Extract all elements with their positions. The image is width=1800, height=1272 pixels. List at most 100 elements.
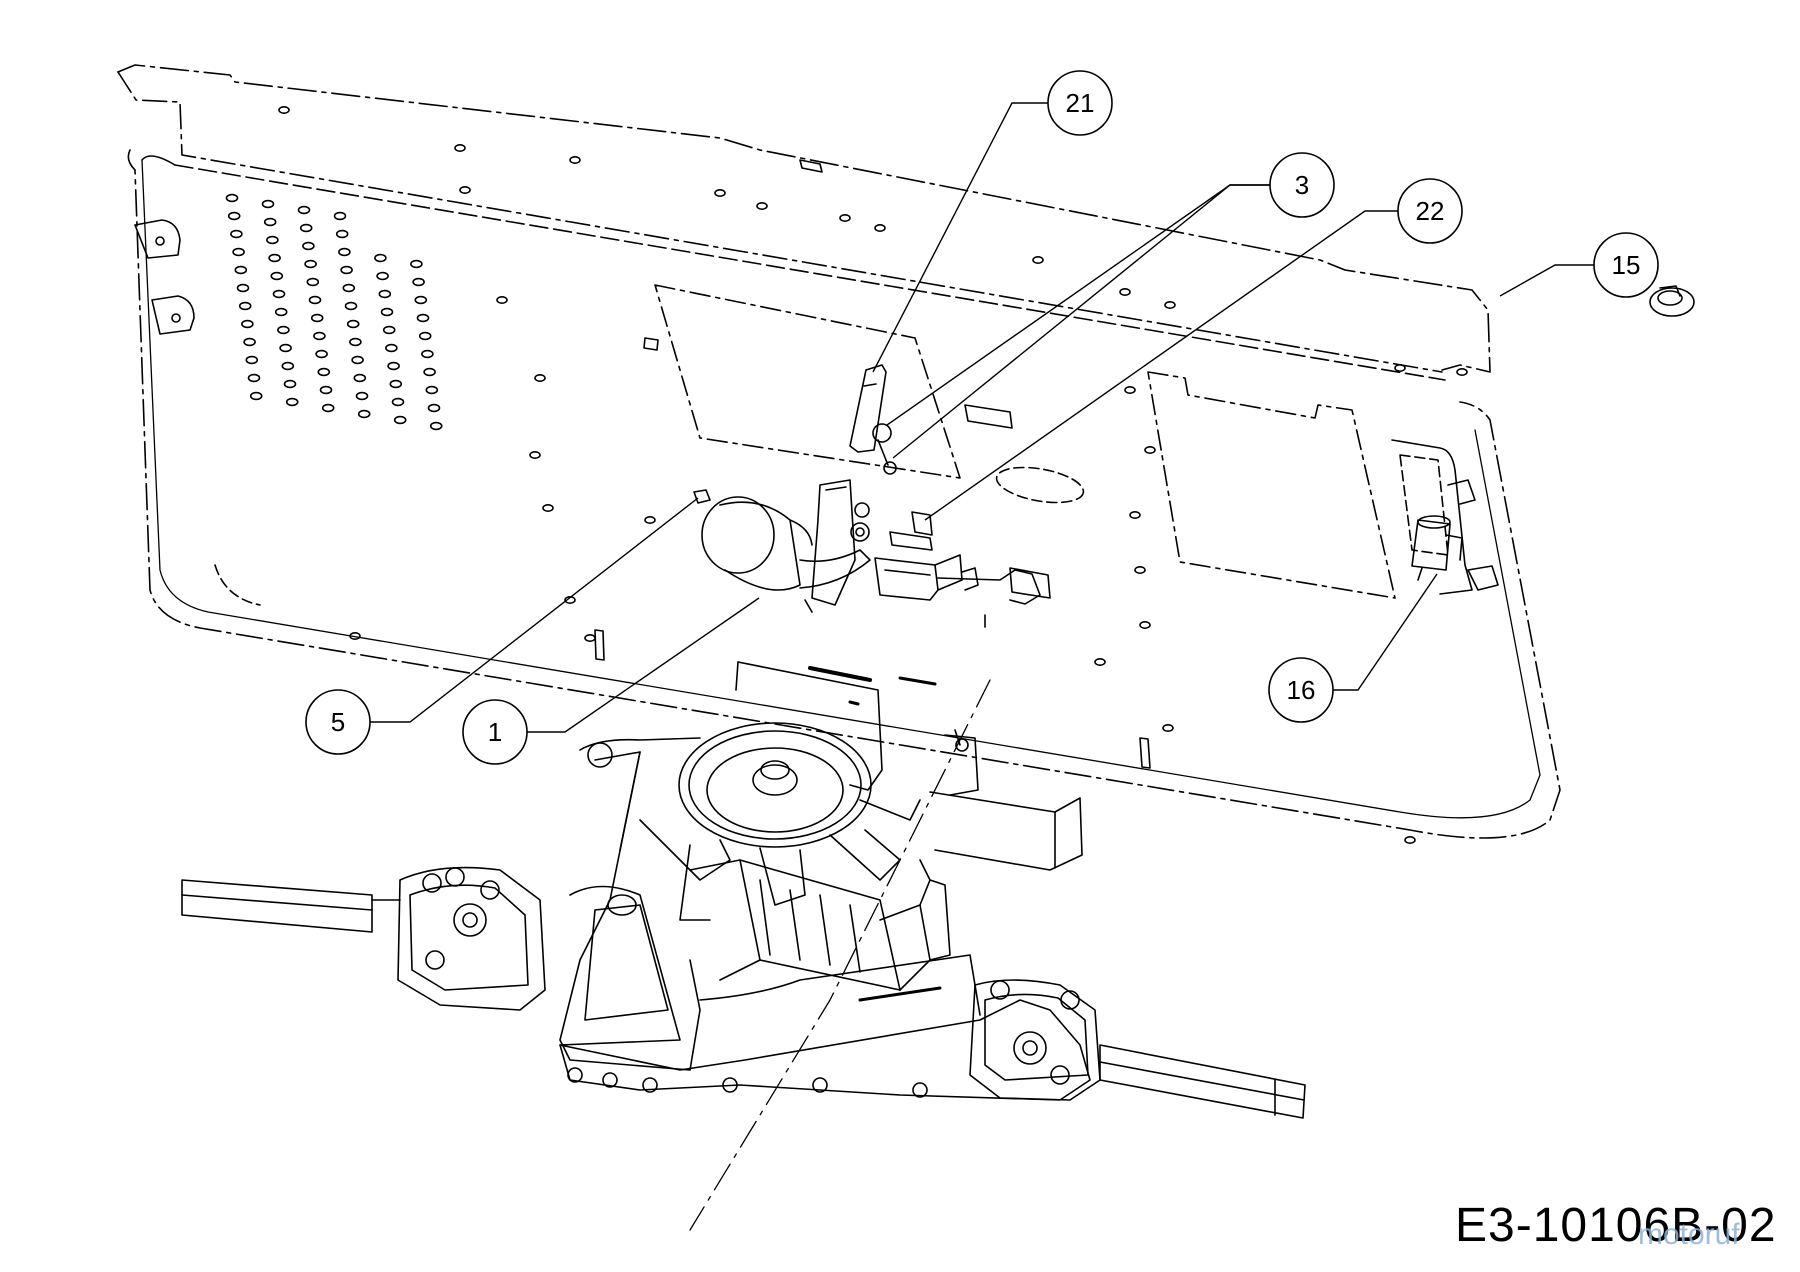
leader-16 — [1333, 573, 1438, 691]
vent-hole — [376, 271, 389, 281]
mounting-holes — [278, 106, 1468, 844]
mounting-hole — [1119, 287, 1131, 296]
vent-hole — [416, 313, 430, 323]
vent-hole — [338, 247, 351, 257]
seat-switch-16 — [1411, 515, 1463, 581]
mounting-hole — [1124, 385, 1136, 394]
center-axis-line — [689, 679, 991, 1231]
cutout-right — [1147, 371, 1396, 599]
vent-hole — [355, 391, 369, 401]
vent-hole — [285, 397, 299, 407]
grommet-15 — [1649, 285, 1695, 317]
vent-hole — [429, 421, 443, 431]
leader-1 — [527, 597, 760, 733]
callout-16-label: 16 — [1287, 675, 1316, 705]
vent-hole — [389, 379, 403, 389]
mounting-hole — [459, 186, 471, 195]
callout-3-label: 3 — [1295, 170, 1309, 200]
oval-hole — [995, 466, 1085, 504]
vent-hole — [344, 301, 358, 311]
vent-hole — [225, 193, 239, 203]
vent-hole — [340, 265, 353, 275]
mounting-hole — [1134, 565, 1146, 574]
slot-center — [964, 404, 1013, 429]
vent-hole — [313, 331, 326, 341]
drawing-code: E3-10106B-02 — [1455, 1199, 1777, 1252]
callout-16: 16 — [1268, 657, 1334, 723]
pto-switch-assembly — [693, 364, 1051, 613]
mounting-hole — [584, 633, 596, 642]
callout-1: 1 — [462, 699, 528, 765]
mounting-hole — [349, 631, 361, 640]
vent-hole — [272, 289, 286, 299]
vent-hole — [241, 319, 254, 329]
vent-hole — [385, 343, 398, 353]
vent-hole — [380, 307, 394, 317]
vent-hole — [306, 277, 320, 287]
leader-3a — [886, 184, 1270, 426]
vent-hole — [412, 277, 425, 287]
vent-hole — [335, 229, 349, 239]
callout-22: 22 — [1397, 178, 1463, 244]
callout-3: 3 — [1269, 152, 1335, 218]
slot-lower-2 — [1139, 737, 1151, 769]
vent-hole — [268, 253, 281, 263]
vent-hole — [249, 391, 263, 401]
mounting-hole — [529, 450, 541, 459]
vent-hole — [391, 397, 405, 407]
vent-hole — [374, 253, 387, 263]
vent-hole — [349, 337, 362, 347]
vent-hole — [382, 325, 396, 335]
callout-21: 21 — [1047, 70, 1113, 136]
mounting-hole — [1394, 363, 1406, 372]
vent-hole — [274, 307, 288, 317]
vent-hole — [423, 367, 436, 377]
vent-hole — [236, 283, 250, 293]
vent-hole — [346, 319, 360, 329]
mounting-hole — [1456, 367, 1468, 376]
mounting-hole — [1139, 620, 1151, 629]
mounting-hole — [839, 214, 851, 223]
mounting-hole — [1404, 835, 1416, 844]
vent-hole — [232, 247, 245, 257]
callout-15: 15 — [1593, 232, 1659, 298]
mounting-hole — [1129, 510, 1141, 519]
vent-hole — [227, 211, 241, 221]
vent-hole — [342, 283, 356, 293]
mounting-hole — [644, 515, 656, 524]
vent-hole — [230, 229, 243, 239]
vent-hole — [319, 385, 333, 395]
vent-hole — [321, 403, 335, 413]
vent-hole — [302, 241, 315, 251]
vent-hole — [317, 367, 331, 377]
mounting-hole — [569, 156, 581, 165]
vent-hole — [283, 379, 297, 389]
body-plate — [117, 64, 1561, 839]
vent-hole — [279, 343, 292, 353]
vent-hole — [277, 325, 290, 335]
vent-hole — [378, 289, 392, 299]
mounting-hole — [1094, 657, 1106, 666]
leader-3b — [892, 184, 1270, 459]
mounting-hole — [542, 503, 554, 512]
slot-lower-1 — [594, 629, 605, 661]
vent-hole — [270, 271, 284, 281]
callout-15-label: 15 — [1612, 250, 1641, 280]
leader-5 — [370, 497, 699, 723]
vent-hole — [421, 349, 434, 359]
vent-hole — [261, 199, 275, 209]
vent-hole — [308, 295, 322, 305]
mounting-hole — [1164, 300, 1176, 309]
mounting-hole — [1162, 723, 1174, 732]
vent-hole — [266, 235, 279, 245]
mounting-hole — [534, 373, 546, 382]
callout-5-label: 5 — [331, 707, 345, 737]
callouts: 21 3 22 15 16 5 1 — [305, 70, 1659, 765]
leader-21 — [872, 102, 1048, 373]
vent-hole — [299, 223, 313, 233]
vent-hole — [333, 211, 347, 221]
mounting-hole — [1144, 445, 1156, 454]
vent-hole — [387, 361, 400, 371]
leader-22 — [924, 210, 1398, 521]
